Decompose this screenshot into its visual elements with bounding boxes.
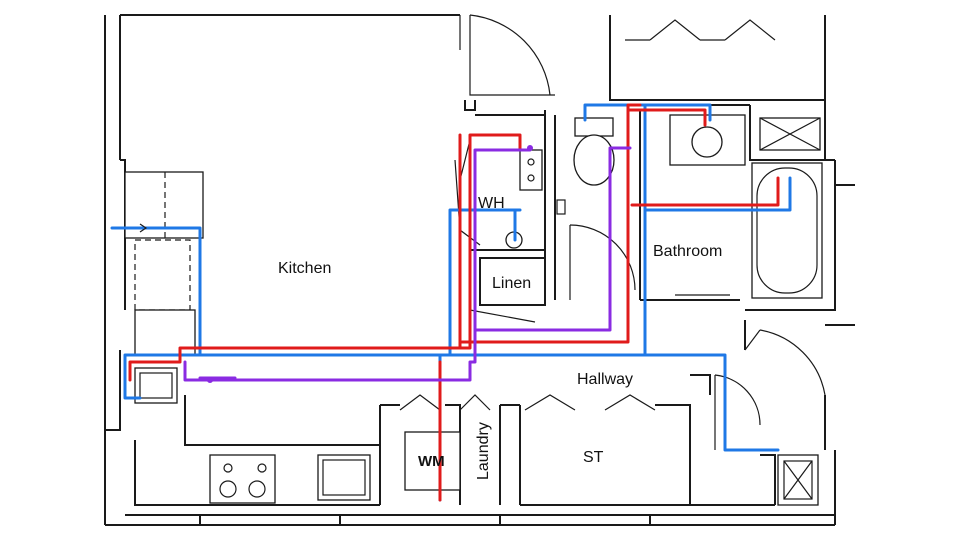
washer-label: WM [418, 453, 445, 470]
room-label-kitchen: Kitchen [278, 260, 331, 277]
valve-icon [527, 145, 533, 151]
valve-icon [556, 199, 566, 215]
room-labels: Kitchen WH Linen Bathroom Hallway Laundr… [278, 195, 722, 480]
fixtures [124, 114, 823, 506]
toilet-bowl [573, 134, 615, 186]
kitchen-sink [134, 367, 178, 404]
walls [104, 14, 855, 526]
dishwasher [317, 454, 371, 501]
doors [399, 14, 826, 450]
valve-symbols [139, 145, 566, 383]
room-label-hallway: Hallway [577, 371, 633, 388]
recirculation-pipe [183, 146, 632, 382]
bathtub [751, 162, 823, 299]
washing-machine [404, 431, 461, 491]
room-label-st: ST [583, 449, 604, 466]
water-heater [519, 149, 543, 191]
room-label-bathroom: Bathroom [653, 243, 722, 260]
toilet-tank [574, 117, 614, 137]
hot-water-pipe [128, 103, 780, 502]
room-label-wh: WH [478, 195, 505, 212]
valve-icon [207, 377, 213, 383]
range [209, 454, 276, 504]
room-label-laundry: Laundry [475, 422, 492, 480]
pipes [110, 103, 792, 502]
room-label-linen: Linen [492, 275, 531, 292]
